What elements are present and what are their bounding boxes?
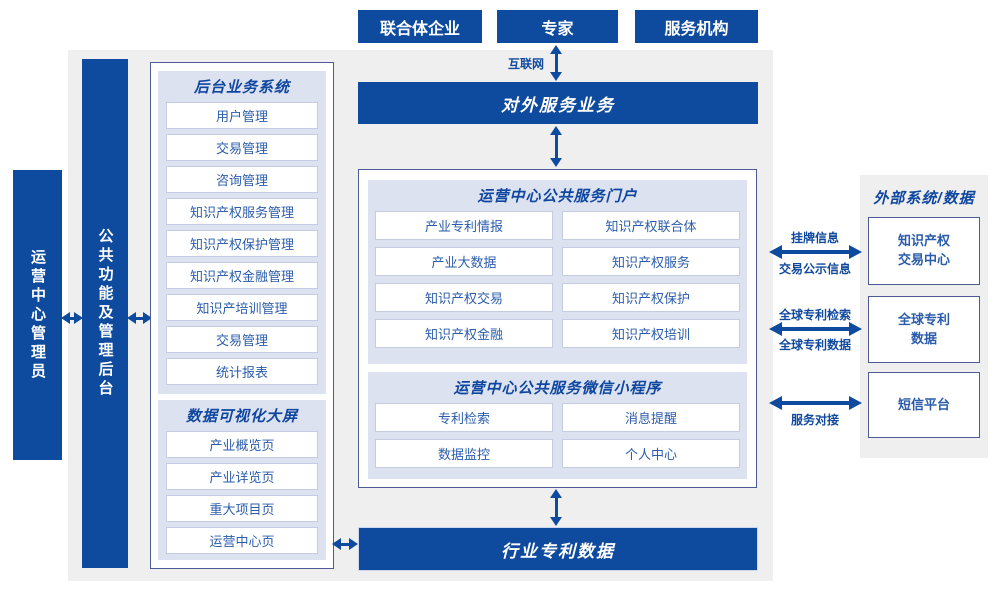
dashboard-item: 重大项目页 (166, 495, 318, 522)
portal-item: 知识产权服务 (562, 247, 740, 276)
operator-admin-rail-label: 运营中心管理员 (29, 248, 46, 382)
public-admin-platform-rail-label: 公共功能及管理后台 (96, 228, 114, 399)
actor-service-agency-label: 服务机构 (664, 20, 729, 38)
dashboard-list: 产业概览页 产业详览页 重大项目页 运营中心页 (166, 431, 318, 554)
global-patent-data-label: 全球专利数据 (778, 338, 851, 352)
miniprogram-grid: 专利检索 消息提醒 数据监控 个人中心 (375, 403, 740, 468)
dashboard-panel: 数据可视化大屏 产业概览页 产业详览页 重大项目页 运营中心页 (158, 400, 326, 560)
portal-item: 知识产权保护 (562, 283, 740, 312)
actor-expert: 专家 (497, 10, 618, 43)
miniprogram-item: 个人中心 (562, 439, 740, 468)
actor-consortium-enterprise-label: 联合体企业 (379, 20, 460, 38)
external-service-bar-label: 对外服务业务 (501, 95, 615, 115)
arrow-operator-to-platform-icon (61, 311, 83, 325)
arrow-portal-to-patent-data-icon (550, 489, 562, 526)
dashboard-title: 数据可视化大屏 (185, 408, 298, 425)
arrow-platform-to-backend-icon (127, 311, 152, 325)
public-admin-platform-rail: 公共功能及管理后台 (82, 59, 128, 568)
miniprogram-item: 专利检索 (375, 403, 553, 432)
arrow-sms-platform-icon (769, 396, 862, 410)
internet-label: 互联网 (507, 57, 544, 71)
arrow-service-to-portal-icon (550, 126, 562, 167)
backend-item: 知识产权服务管理 (166, 198, 318, 225)
backend-item: 交易管理 (166, 326, 318, 353)
portal-item: 知识产权交易 (375, 283, 553, 312)
portal-grid: 产业专利情报 知识产权联合体 产业大数据 知识产权服务 知识产权交易 知识产权保… (375, 211, 740, 348)
dashboard-item: 产业详览页 (166, 463, 318, 490)
external-system-sms-platform: 短信平台 (868, 372, 980, 438)
industry-patent-data-bar: 行业专利数据 (358, 527, 758, 571)
arrow-ip-exchange-icon (769, 245, 862, 259)
miniprogram-panel: 运营中心公共服务微信小程序 专利检索 消息提醒 数据监控 个人中心 (368, 372, 747, 479)
external-service-bar: 对外服务业务 (358, 82, 758, 124)
portal-item: 产业专利情报 (375, 211, 553, 240)
miniprogram-item: 消息提醒 (562, 403, 740, 432)
backend-item: 统计报表 (166, 358, 318, 385)
backend-item: 知识产权保护管理 (166, 230, 318, 257)
actor-service-agency: 服务机构 (635, 10, 758, 43)
dashboard-item: 产业概览页 (166, 431, 318, 458)
listing-info-label: 挂牌信息 (790, 231, 839, 245)
backend-item: 交易管理 (166, 134, 318, 161)
miniprogram-title: 运营中心公共服务微信小程序 (453, 380, 662, 397)
trade-publicity-label: 交易公示信息 (778, 262, 851, 276)
backend-item: 咨询管理 (166, 166, 318, 193)
global-patent-search-label: 全球专利检索 (778, 308, 851, 322)
backend-item: 知识产权金融管理 (166, 262, 318, 289)
public-service-portal-panel: 运营中心公共服务门户 产业专利情报 知识产权联合体 产业大数据 知识产权服务 知… (368, 180, 747, 364)
portal-item: 知识产权联合体 (562, 211, 740, 240)
backend-item: 用户管理 (166, 102, 318, 129)
portal-item: 产业大数据 (375, 247, 553, 276)
external-system-ip-exchange: 知识产权 交易中心 (868, 217, 980, 285)
backend-system-list: 用户管理 交易管理 咨询管理 知识产权服务管理 知识产权保护管理 知识产权金融管… (166, 102, 318, 385)
portal-item: 知识产权培训 (562, 319, 740, 348)
backend-item: 知识产培训管理 (166, 294, 318, 321)
backend-system-title: 后台业务系统 (193, 79, 290, 96)
external-system-global-patent: 全球专利 数据 (868, 296, 980, 363)
miniprogram-item: 数据监控 (375, 439, 553, 468)
actor-consortium-enterprise: 联合体企业 (358, 10, 482, 43)
arrow-global-patent-icon (769, 322, 862, 336)
industry-patent-data-label: 行业专利数据 (501, 541, 615, 561)
dashboard-item: 运营中心页 (166, 527, 318, 554)
external-systems-panel: 外部系统/数据 知识产权 交易中心 全球专利 数据 短信平台 (860, 175, 988, 458)
operation-center-box: 运营中心公共服务门户 产业专利情报 知识产权联合体 产业大数据 知识产权服务 知… (358, 169, 757, 488)
external-systems-title: 外部系统/数据 (873, 190, 975, 207)
arrow-dashboard-to-patent-data-icon (332, 537, 358, 551)
operator-admin-rail: 运营中心管理员 (13, 170, 62, 460)
backend-system-panel: 后台业务系统 用户管理 交易管理 咨询管理 知识产权服务管理 知识产权保护管理 … (158, 71, 326, 394)
service-integration-label: 服务对接 (790, 413, 839, 427)
backend-systems-box: 后台业务系统 用户管理 交易管理 咨询管理 知识产权服务管理 知识产权保护管理 … (150, 62, 334, 569)
portal-item: 知识产权金融 (375, 319, 553, 348)
actor-expert-label: 专家 (541, 20, 574, 38)
public-service-portal-title: 运营中心公共服务门户 (477, 188, 638, 205)
arrow-internet-vertical-icon (550, 45, 562, 81)
